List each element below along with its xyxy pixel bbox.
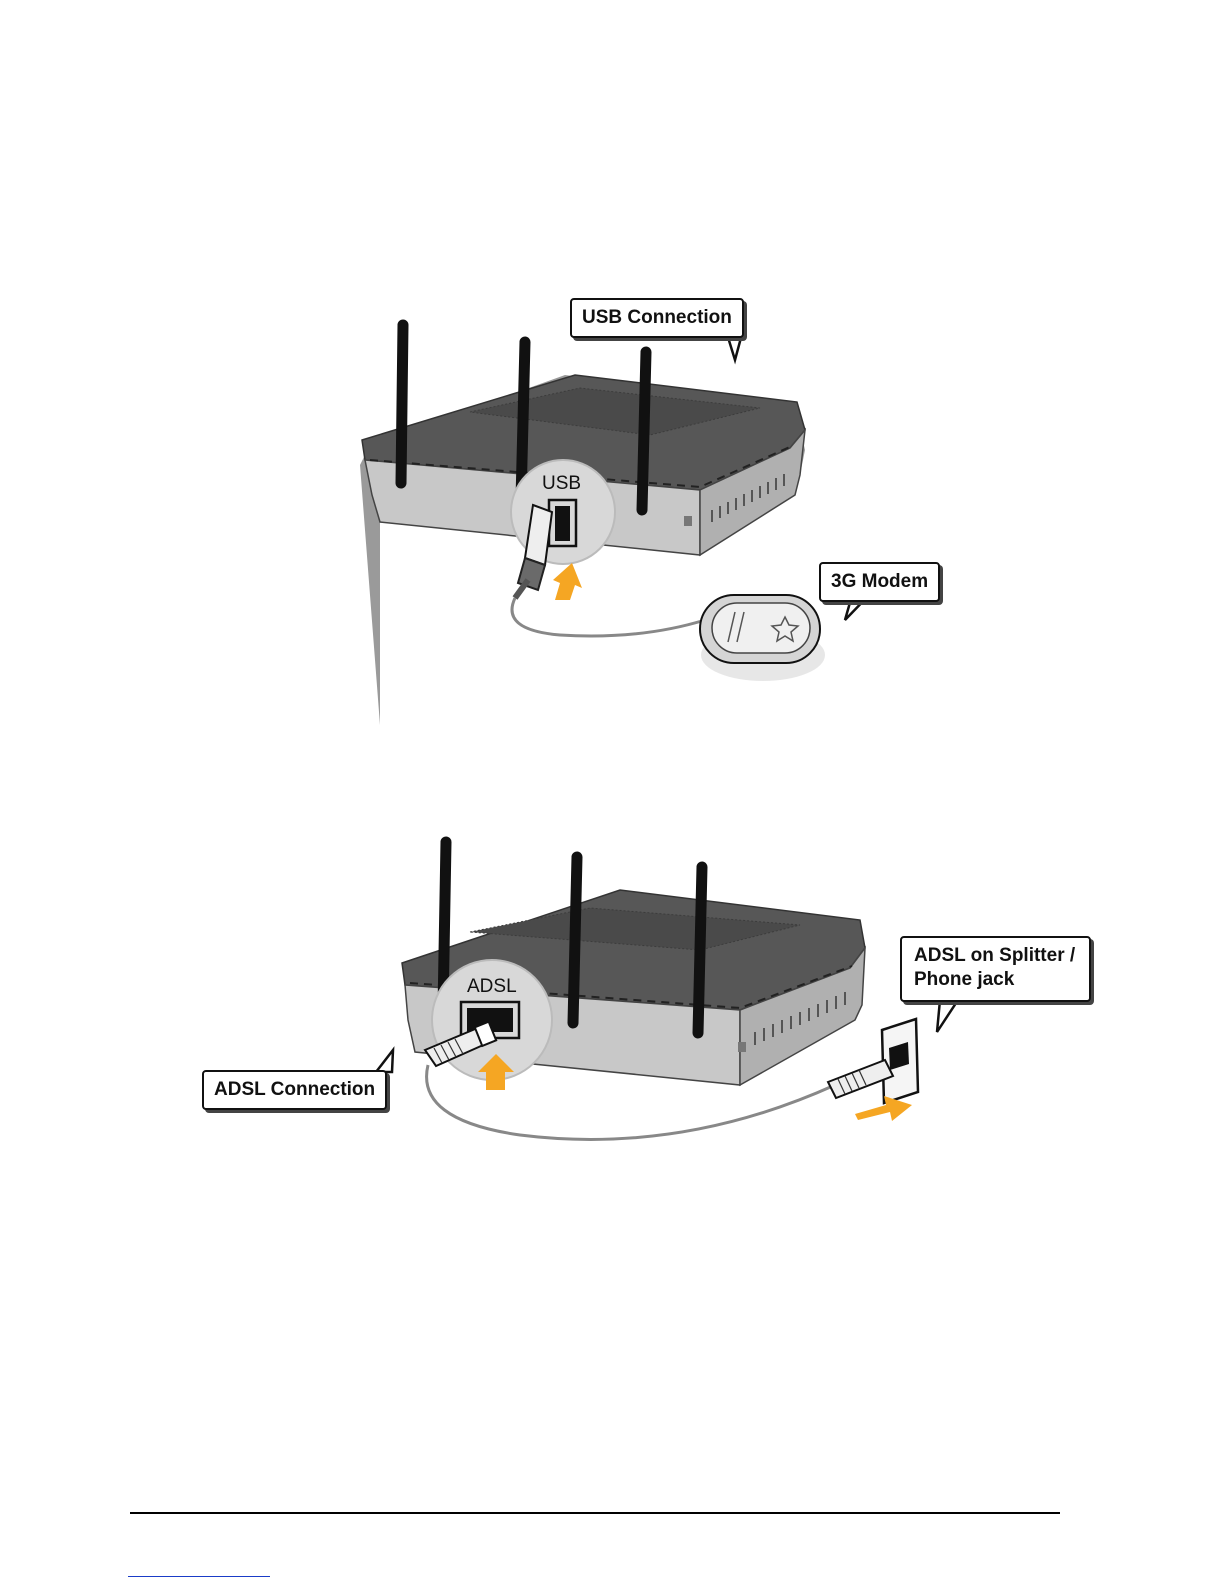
usb-connection-callout: USB Connection <box>570 298 744 338</box>
footer-link-underline[interactable] <box>128 1576 270 1577</box>
usb-router-illustration <box>0 280 1225 710</box>
usb-cable <box>512 598 705 636</box>
arrow-up-icon <box>553 563 582 600</box>
usb-port-label: USB <box>542 474 581 494</box>
footer-divider <box>130 1512 1060 1514</box>
splitter-callout-line2: Phone jack <box>914 968 1075 992</box>
splitter-callout-tail <box>937 1000 958 1032</box>
3g-modem-callout: 3G Modem <box>819 562 940 602</box>
usb-port-icon <box>555 506 570 541</box>
adsl-connection-callout: ADSL Connection <box>202 1070 387 1110</box>
phone-jack-icon <box>882 1019 918 1103</box>
modem-icon <box>700 595 825 681</box>
usb-connection-figure: USB Connection USB 3G Modem <box>0 280 1225 710</box>
adsl-splitter-callout: ADSL on Splitter / Phone jack <box>900 936 1091 1002</box>
adsl-callout-tail <box>376 1050 393 1072</box>
splitter-callout-line1: ADSL on Splitter / <box>914 944 1075 968</box>
adsl-port-label: ADSL <box>467 977 517 997</box>
adsl-connection-figure: ADSL ADSL on Splitter / Phone jack ADSL … <box>0 820 1225 1170</box>
